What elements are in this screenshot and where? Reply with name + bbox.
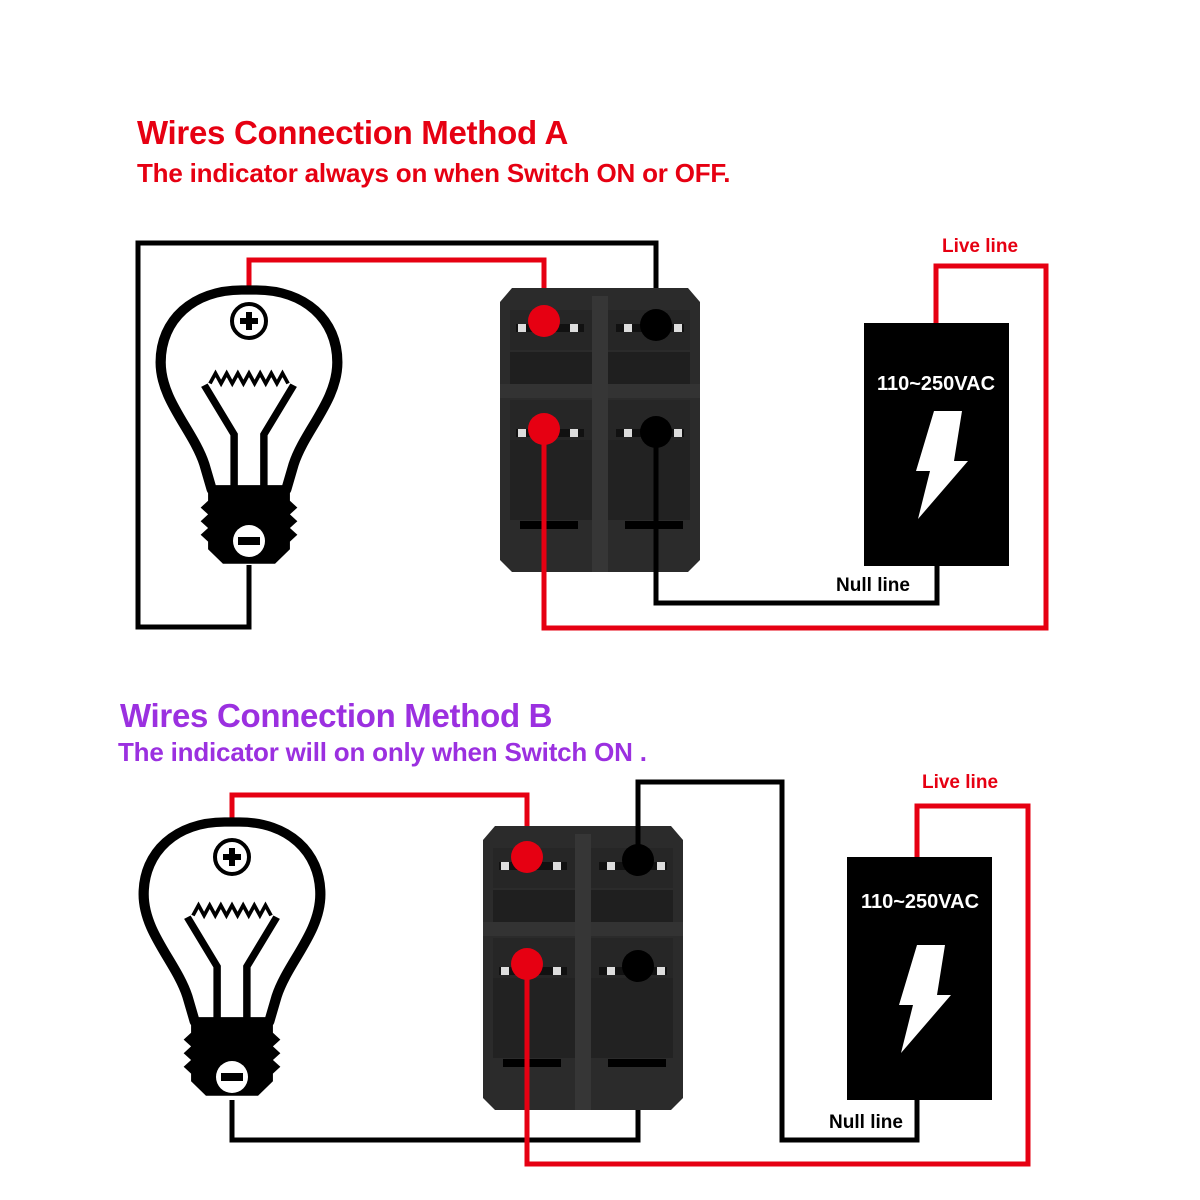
- method-a-voltage-label: 110~250VAC: [877, 373, 995, 395]
- method-b-null-wire-power: [635, 779, 920, 1143]
- method-a-null-wire-power: [653, 432, 940, 606]
- method-b-live-line-label: Live line: [922, 772, 998, 793]
- power-source-box: 110~250VAC: [847, 857, 992, 1100]
- switch-terminal-null-top: [640, 309, 672, 341]
- method-a-null-wire-bulb: [135, 240, 659, 630]
- method-b-live-wire-power: [524, 803, 1031, 1167]
- method-a-title: Wires Connection Method A: [137, 114, 568, 151]
- switch-terminal-live-top: [511, 841, 543, 873]
- method-b-diagram: 110~250VAC Live line Null line: [144, 772, 1031, 1167]
- method-b-live-wire-bulb: [229, 792, 530, 856]
- method-b-title: Wires Connection Method B: [120, 697, 553, 734]
- power-source-box: 110~250VAC: [864, 323, 1009, 566]
- method-b-voltage-label: 110~250VAC: [861, 891, 979, 913]
- method-a-live-line-label: Live line: [942, 236, 1018, 257]
- method-a-live-wire-power: [541, 263, 1049, 631]
- switch-terminal-null-top: [622, 844, 654, 876]
- method-a-null-line-label: Null line: [836, 575, 910, 596]
- switch-terminal-live-bottom: [511, 948, 543, 980]
- method-b-null-line-label: Null line: [829, 1112, 903, 1133]
- switch-terminal-live-bottom: [528, 413, 560, 445]
- method-b-subtitle: The indicator will on only when Switch O…: [118, 737, 647, 767]
- method-a-subtitle: The indicator always on when Switch ON o…: [137, 158, 731, 188]
- switch-terminal-live-top: [528, 305, 560, 337]
- method-a-diagram: 110~250VAC Live line Null line: [135, 236, 1049, 631]
- switch-terminal-null-bottom: [640, 416, 672, 448]
- switch-terminal-null-bottom: [622, 950, 654, 982]
